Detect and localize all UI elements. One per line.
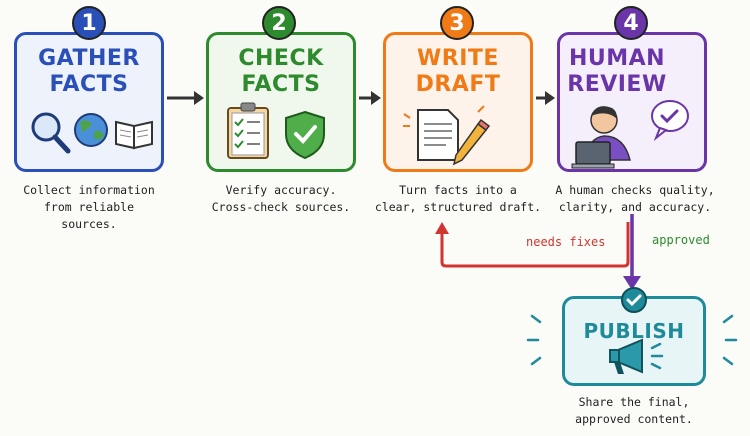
step-title-gather-line1: GATHER [38, 46, 140, 71]
publish-desc-line2: approved content. [575, 412, 693, 426]
step-number-badge-2: 2 [262, 6, 296, 40]
step-title-review-line2: REVIEW [567, 72, 667, 97]
step-desc-review-line1: A human checks quality, [555, 183, 715, 197]
step-card-write-draft [383, 32, 533, 172]
step-desc-write-line2: clear, structured draft. [374, 200, 542, 214]
arrow-3-to-4 [536, 91, 555, 105]
step-number-badge-3: 3 [440, 6, 474, 40]
publish-title: PUBLISH [583, 319, 685, 343]
approved-label: approved [652, 233, 710, 247]
arrow-2-to-3 [359, 91, 381, 105]
arrow-1-to-2 [167, 91, 204, 105]
step-desc-write-line1: Turn facts into a [399, 183, 517, 197]
step-title-gather-line2: FACTS [49, 72, 129, 97]
step-title-check-line2: FACTS [241, 72, 321, 97]
step-title-check-line1: CHECK [238, 46, 324, 71]
step-title-review-line1: HUMAN [568, 46, 666, 71]
step-title-write-line1: WRITE [417, 46, 499, 71]
step-number-badge-4: 4 [614, 6, 648, 40]
publish-desc-line1: Share the final, [578, 395, 690, 409]
step-title-write-line2: DRAFT [415, 72, 501, 97]
step-desc-gather-line1: Collect information [23, 183, 155, 197]
needs-fixes-label: needs fixes [526, 235, 606, 249]
approved-arrow [623, 214, 641, 290]
step-desc-gather-line2: from reliable sources. [43, 200, 134, 231]
step-number-badge-1: 1 [72, 6, 106, 40]
step-desc-check-line2: Cross-check sources. [211, 200, 351, 214]
step-desc-check-line1: Verify accuracy. [225, 183, 337, 197]
step-desc-review-line2: clarity, and accuracy. [558, 200, 712, 214]
